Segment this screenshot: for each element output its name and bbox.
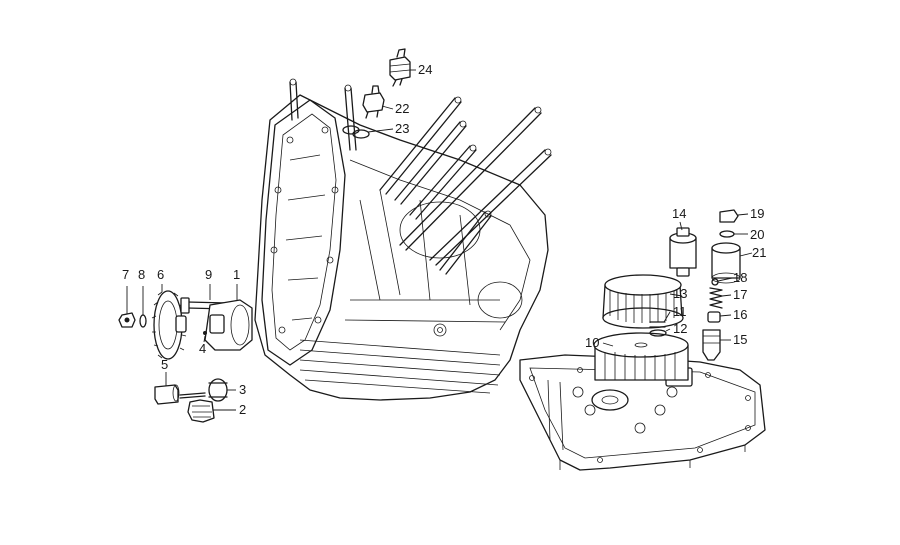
callout-19: 19 [750,206,765,221]
callout-22: 22 [395,101,410,116]
callout-7: 7 [122,267,130,282]
callout-23: 23 [395,121,410,136]
callout-13: 13 [673,286,688,301]
oil-sump-group [519,209,766,471]
callout-9: 9 [205,267,213,282]
timing-parts-group [118,290,253,423]
callout-6: 6 [157,267,165,282]
leader-lines [126,69,753,411]
callout-1: 1 [233,267,241,282]
crankcase [254,78,552,401]
callout-17: 17 [733,287,748,302]
callout-10: 10 [585,335,600,350]
callout-2: 2 [239,402,247,417]
callout-15: 15 [733,332,748,347]
callout-20: 20 [750,227,765,242]
callout-3: 3 [239,382,247,397]
callout-11: 11 [673,304,687,319]
callout-21: 21 [752,245,767,260]
callout-8: 8 [138,267,146,282]
callout-12: 12 [673,321,688,336]
callout-5: 5 [161,357,169,372]
sender-parts-group [342,48,411,139]
callout-4: 4 [199,341,207,356]
callout-18: 18 [733,270,748,285]
callout-24: 24 [418,62,433,77]
callout-14: 14 [672,206,687,221]
callout-16: 16 [733,307,748,322]
